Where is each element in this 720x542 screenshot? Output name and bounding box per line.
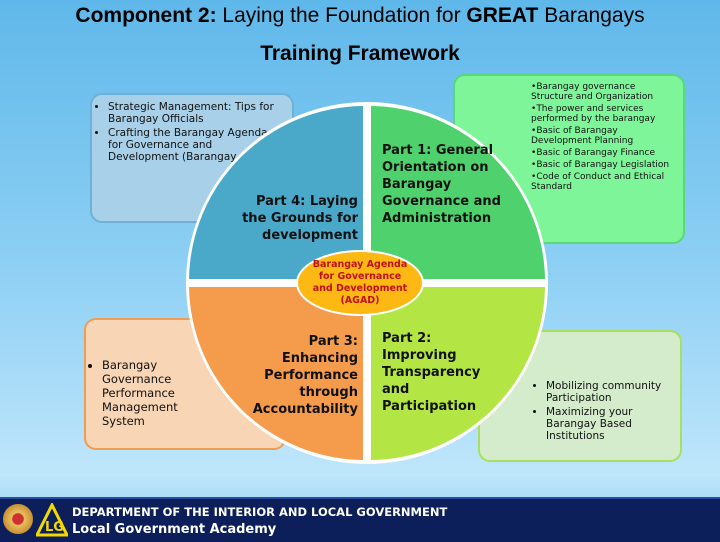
title-suffix: Barangays [538,4,645,27]
slide-subtitle: Training Framework [260,42,460,65]
list-item: Barangay governance Structure and Organi… [531,82,675,102]
list-item: Basic of Barangay Finance [531,148,675,158]
list-item: Mobilizing community Participation [546,380,672,404]
list-item: Crafting the Barangay Agenda for Governa… [108,127,282,163]
center-label: Barangay Agenda for Governance and Devel… [312,259,408,306]
part2-label: Part 2: Improving Transparency and Parti… [382,331,481,414]
dilg-seal-logo [3,504,33,534]
title-prefix: Component 2: [75,4,217,27]
title-great: GREAT [466,4,539,27]
quadrant-part3 [189,287,363,460]
slide-title: Component 2: Laying the Foundation for G… [0,4,720,28]
department-name: DEPARTMENT OF THE INTERIOR AND LOCAL GOV… [72,505,448,519]
svg-text:LG: LG [45,520,64,535]
list-item: Maximizing your Barangay Based Instituti… [546,406,672,442]
list-item: Basic of Barangay Development Planning [531,126,675,146]
part4-label: Part 4: Laying the Grounds for developme… [242,194,358,243]
list-item: Strategic Management: Tips for Barangay … [108,101,282,125]
footer: LG DEPARTMENT OF THE INTERIOR AND LOCAL … [0,497,720,542]
list-item: Code of Conduct and Ethical Standard [531,172,675,192]
list-item: Basic of Barangay Legislation [531,160,675,170]
lga-logo: LG [36,503,68,537]
quadrant-part2 [371,287,545,460]
part3-label: Part 3: Enhancing Performance through Ac… [252,334,358,417]
part2-topics-box: Mobilizing community Participation Maxim… [478,330,682,462]
quadrant-part4 [189,106,363,279]
academy-name: Local Government Academy [72,522,277,537]
quadrant-part1 [371,106,545,279]
center-agad-ellipse: Barangay Agenda for Governance and Devel… [296,250,424,316]
list-item: The power and services performed by the … [531,104,675,124]
part1-label: Part 1: General Orientation on Barangay … [382,143,501,226]
list-item: Barangay Governance Performance Manageme… [102,358,192,428]
title-middle: Laying the Foundation for [216,4,467,27]
